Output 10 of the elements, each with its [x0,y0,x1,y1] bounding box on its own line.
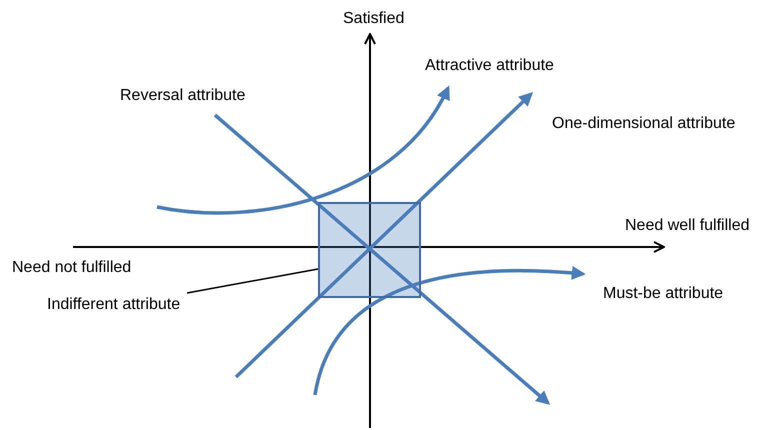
curve-label: Reversal attribute [120,86,246,106]
axis-label: Need not fulfilled [12,258,132,278]
indifferent-zone-box [318,202,421,298]
axis-label: Need well fulfilled [625,216,750,236]
axis-label: Satisfied [343,9,404,29]
curve-label: One-dimensional attribute [552,114,736,134]
leader-line [186,268,318,294]
curve-label: Attractive attribute [425,56,554,76]
attribute-label: Indifferent attribute [47,293,217,317]
curve-label: Must-be attribute [603,284,724,304]
